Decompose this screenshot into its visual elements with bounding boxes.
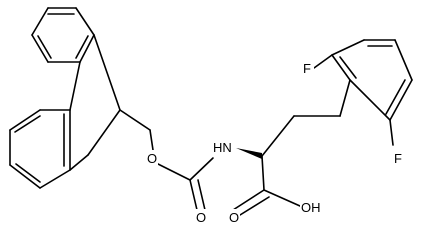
atom-oh: OH <box>301 200 321 215</box>
wedge-bond <box>236 148 262 159</box>
bond <box>331 54 351 81</box>
bond <box>119 109 151 131</box>
bond <box>339 56 357 79</box>
atom-nh: HN <box>213 140 232 155</box>
bond <box>389 119 394 146</box>
bond <box>69 154 89 171</box>
bond <box>15 163 41 183</box>
bond <box>9 109 41 131</box>
bond <box>39 169 71 189</box>
bond <box>75 35 89 59</box>
bond <box>232 189 265 211</box>
structure-diagram: F F HN O O O OH <box>9 7 413 225</box>
bond <box>75 7 95 36</box>
bond <box>14 115 41 133</box>
bond <box>31 34 49 63</box>
bond <box>394 39 413 81</box>
bond <box>239 196 270 216</box>
bond <box>197 179 206 211</box>
bond <box>331 39 365 56</box>
bond <box>389 79 413 121</box>
bond <box>87 109 121 156</box>
bond <box>149 129 154 151</box>
bond <box>189 179 198 211</box>
bond <box>37 35 52 59</box>
bond <box>313 54 333 69</box>
atom-o-acid: O <box>229 210 239 225</box>
atom-o-ester: O <box>147 151 157 166</box>
bond <box>339 79 351 117</box>
atom-labels: F F HN O O O OH <box>146 60 405 225</box>
bond <box>263 189 301 207</box>
bond <box>9 164 41 189</box>
bond <box>261 115 295 157</box>
bond <box>31 7 49 36</box>
bond <box>189 157 214 181</box>
bond-lines <box>9 7 413 216</box>
atom-f-top: F <box>303 61 311 76</box>
atom-f-bottom: F <box>394 151 402 166</box>
bond <box>69 61 81 111</box>
bond <box>349 79 391 121</box>
bond <box>93 34 121 111</box>
bond <box>385 79 406 115</box>
bond <box>261 155 265 191</box>
atom-o-carbonyl: O <box>196 210 206 225</box>
bond <box>79 34 95 63</box>
bond <box>155 162 191 181</box>
